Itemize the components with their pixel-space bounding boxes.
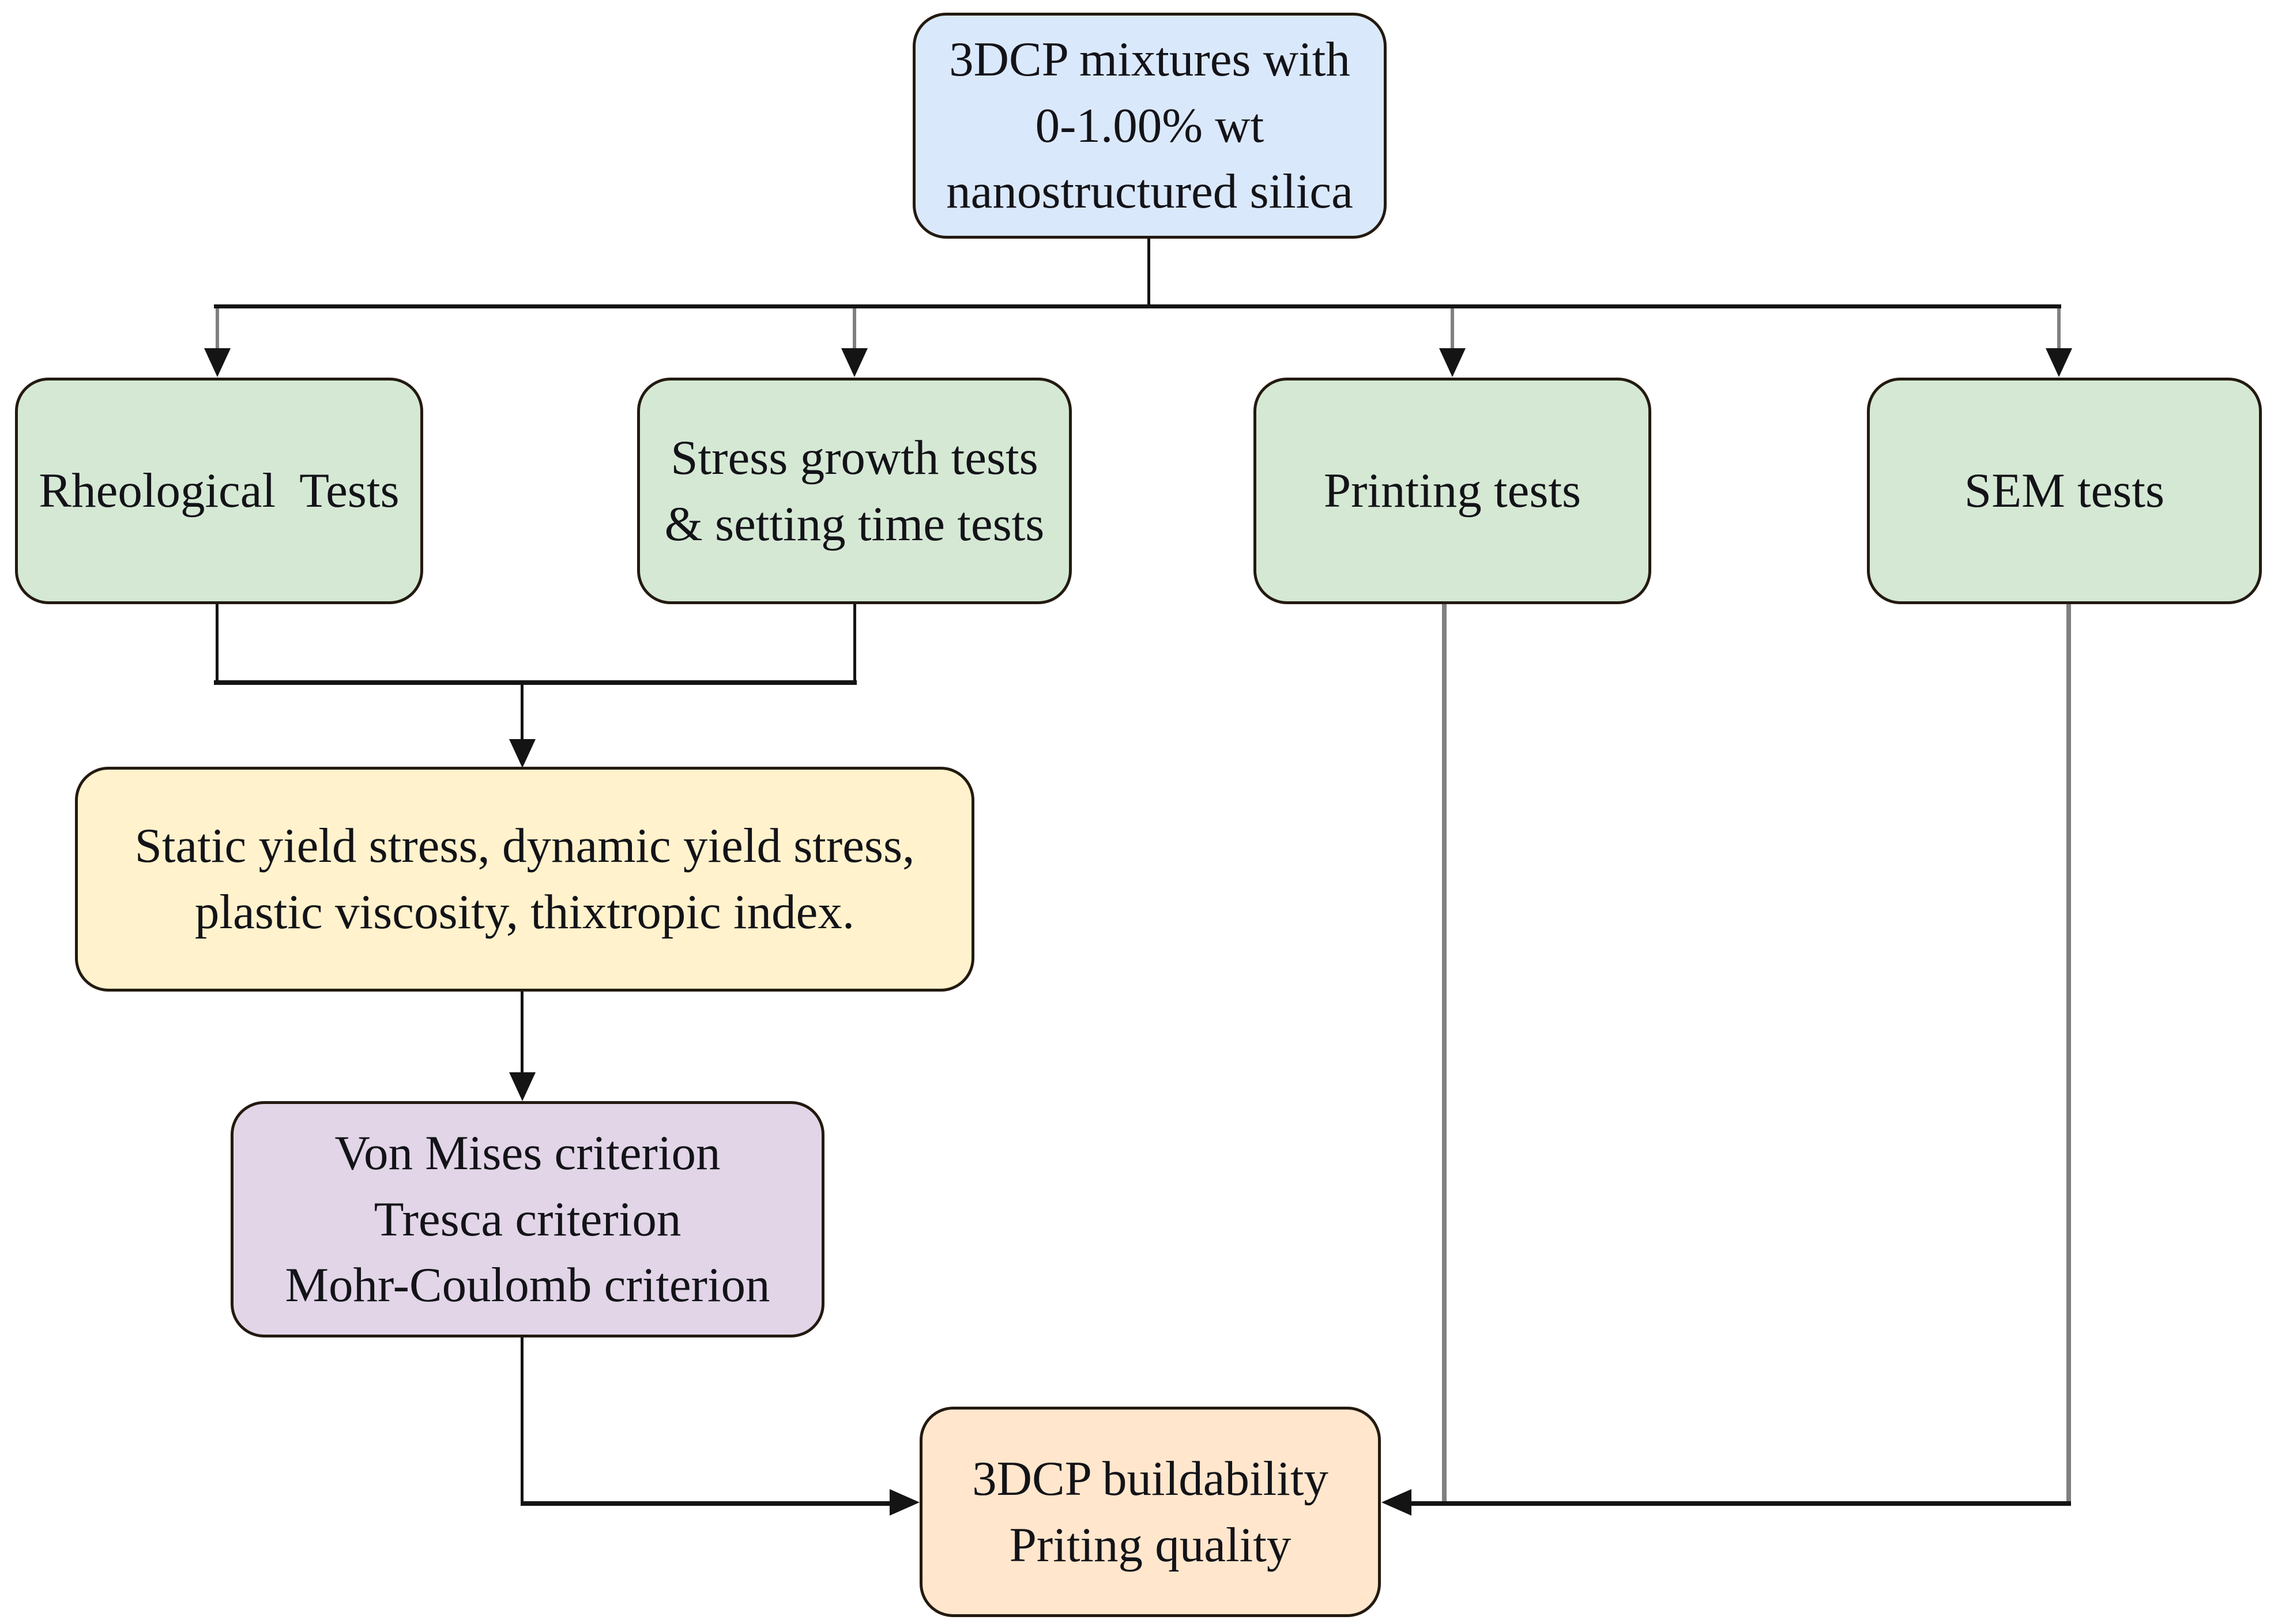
arrowhead-into-outcome-left	[890, 1489, 920, 1516]
arrowhead-to-criteria	[509, 1072, 536, 1101]
node-stress-growth-tests: Stress growth tests & setting time tests	[637, 378, 1072, 604]
connector-params-to-criteria	[521, 990, 524, 1075]
stub-to-sem	[2057, 308, 2061, 352]
stub-to-stress-growth	[853, 308, 856, 352]
node-buildability-outcome: 3DCP buildability Priting quality	[920, 1407, 1381, 1617]
arrowhead-to-sem	[2046, 348, 2072, 377]
node-buildability-outcome-label: 3DCP buildability Priting quality	[972, 1451, 1328, 1572]
connector-merge-to-params	[521, 685, 524, 741]
connector-mixtures-to-bar	[1147, 239, 1150, 308]
fanout-bar	[214, 304, 2061, 308]
connector-criteria-elbow	[521, 1501, 893, 1506]
node-printing-tests: Printing tests	[1253, 378, 1651, 604]
arrowhead-to-printing	[1439, 348, 1466, 377]
connector-sem-down	[2066, 604, 2071, 1501]
stub-to-rheological	[216, 308, 219, 352]
connector-stress-growth-down	[853, 604, 856, 684]
node-failure-criteria-label: Von Mises criterion Tresca criterion Moh…	[285, 1125, 770, 1313]
node-rheology-parameters: Static yield stress, dynamic yield stres…	[75, 767, 974, 992]
node-rheological-tests: Rheological Tests	[15, 378, 423, 604]
stub-to-printing	[1451, 308, 1454, 352]
node-printing-tests-label: Printing tests	[1323, 464, 1582, 518]
arrowhead-to-stress-growth	[841, 348, 868, 377]
node-sem-tests: SEM tests	[1867, 378, 2262, 604]
node-3dcp-mixtures: 3DCP mixtures with 0-1.00% wt nanostruct…	[913, 13, 1387, 239]
node-rheology-parameters-label: Static yield stress, dynamic yield stres…	[134, 819, 915, 939]
node-failure-criteria: Von Mises criterion Tresca criterion Moh…	[231, 1101, 824, 1337]
connector-right-elbow	[1411, 1501, 2071, 1506]
connector-criteria-down	[521, 1337, 524, 1506]
node-rheological-tests-label: Rheological Tests	[39, 464, 400, 518]
arrowhead-to-rheological	[204, 348, 231, 377]
arrowhead-to-params	[509, 739, 536, 768]
arrowhead-into-outcome-right	[1381, 1489, 1411, 1516]
connector-rheological-down	[216, 604, 219, 684]
node-3dcp-mixtures-label: 3DCP mixtures with 0-1.00% wt nanostruct…	[946, 32, 1353, 219]
merge-bar	[214, 680, 857, 685]
connector-printing-down	[1442, 604, 1447, 1504]
node-sem-tests-label: SEM tests	[1964, 464, 2165, 518]
node-stress-growth-tests-label: Stress growth tests & setting time tests	[664, 430, 1045, 551]
